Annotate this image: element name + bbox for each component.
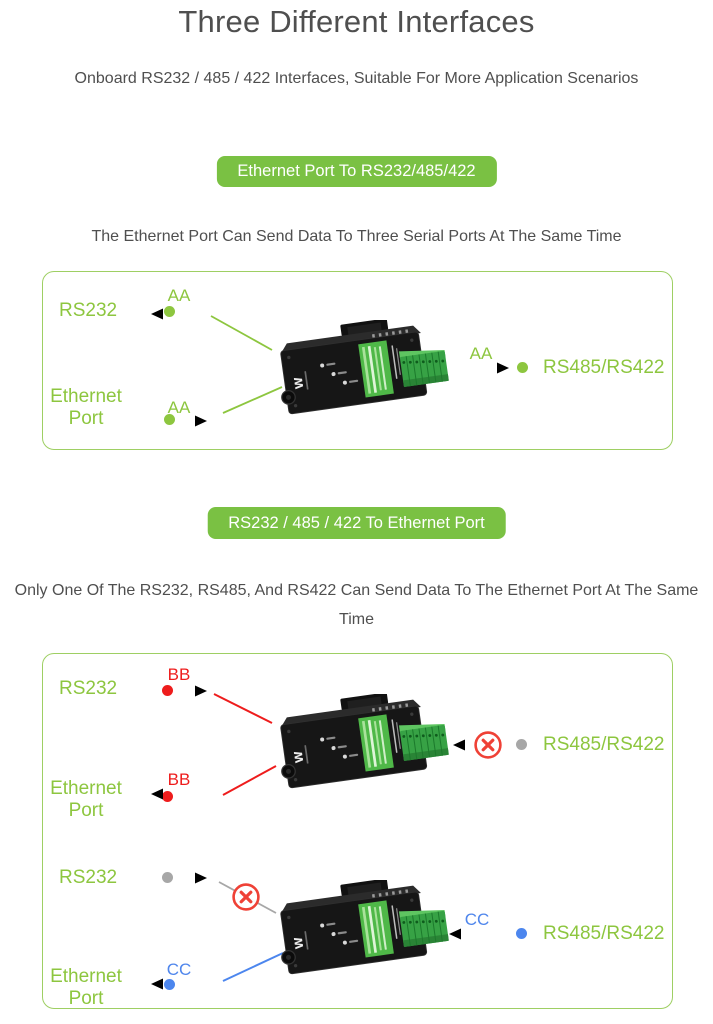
- flow-label: BB: [167, 665, 191, 684]
- flow-label: AA: [167, 398, 191, 417]
- section-description: The Ethernet Port Can Send Data To Three…: [91, 228, 622, 245]
- ethernet-label-line1: Ethernet: [50, 386, 122, 407]
- diagram-ethernet-to-serial: RS232 AA Ethernet Port AA AA RS485/RS422: [42, 271, 673, 450]
- arrow-right-icon: [151, 871, 207, 885]
- flow-label: CC: [464, 910, 490, 929]
- node-label-rs232: RS232: [59, 867, 118, 888]
- arrow-right-icon: [453, 361, 509, 375]
- page-title: Three Different Interfaces: [178, 4, 535, 39]
- flow-label: AA: [167, 286, 191, 305]
- node-dot-icon: [162, 685, 173, 696]
- section-badge-serial-to-ethernet: RS232 / 485 / 422 To Ethernet Port: [207, 507, 506, 539]
- arrow-left-icon: [151, 977, 207, 991]
- node-label-rs232: RS232: [59, 300, 118, 321]
- node-label-ethernet-port: Ethernet Port: [43, 778, 129, 822]
- node-label-rs485: RS485/RS422: [543, 357, 665, 378]
- node-dot-icon: [516, 928, 527, 939]
- ethernet-label-line1: Ethernet: [50, 966, 122, 987]
- arrow-left-icon: [151, 307, 207, 321]
- flow-label: BB: [167, 770, 191, 789]
- arrow-left-icon: [449, 927, 505, 941]
- node-label-rs485: RS485/RS422: [543, 734, 665, 755]
- node-dot-icon: [164, 414, 175, 425]
- node-label-ethernet-port: Ethernet Port: [43, 386, 129, 430]
- arrow-right-icon: [151, 684, 207, 698]
- device-image: [271, 694, 449, 793]
- node-dot-icon: [162, 791, 173, 802]
- node-label-rs485: RS485/RS422: [543, 923, 665, 944]
- flow-label: CC: [166, 960, 192, 979]
- ethernet-label-line1: Ethernet: [50, 778, 122, 799]
- blocked-icon: [473, 730, 503, 760]
- ethernet-label-line2: Port: [68, 800, 104, 821]
- arrow-right-icon: [151, 414, 207, 428]
- section-badge-ethernet-to-serial: Ethernet Port To RS232/485/422: [216, 156, 497, 187]
- node-label-rs232: RS232: [59, 678, 118, 699]
- node-dot-icon: [164, 306, 175, 317]
- device-image: [271, 320, 449, 419]
- blocked-icon: [231, 882, 261, 912]
- node-dot-icon: [164, 979, 175, 990]
- device-image: [271, 880, 449, 979]
- node-dot-icon: [517, 362, 528, 373]
- ethernet-label-line2: Port: [68, 988, 104, 1009]
- page-subtitle: Onboard RS232 / 485 / 422 Interfaces, Su…: [74, 70, 639, 87]
- section-description: Only One Of The RS232, RS485, And RS422 …: [14, 582, 699, 628]
- flow-label: AA: [469, 344, 493, 363]
- node-dot-icon: [162, 872, 173, 883]
- ethernet-label-line2: Port: [68, 408, 104, 429]
- node-label-ethernet-port: Ethernet Port: [43, 966, 129, 1010]
- diagram-serial-to-ethernet: RS232 BB Ethernet Port BB RS485/RS422 RS…: [42, 653, 673, 1009]
- node-dot-icon: [516, 739, 527, 750]
- arrow-left-icon: [151, 787, 207, 801]
